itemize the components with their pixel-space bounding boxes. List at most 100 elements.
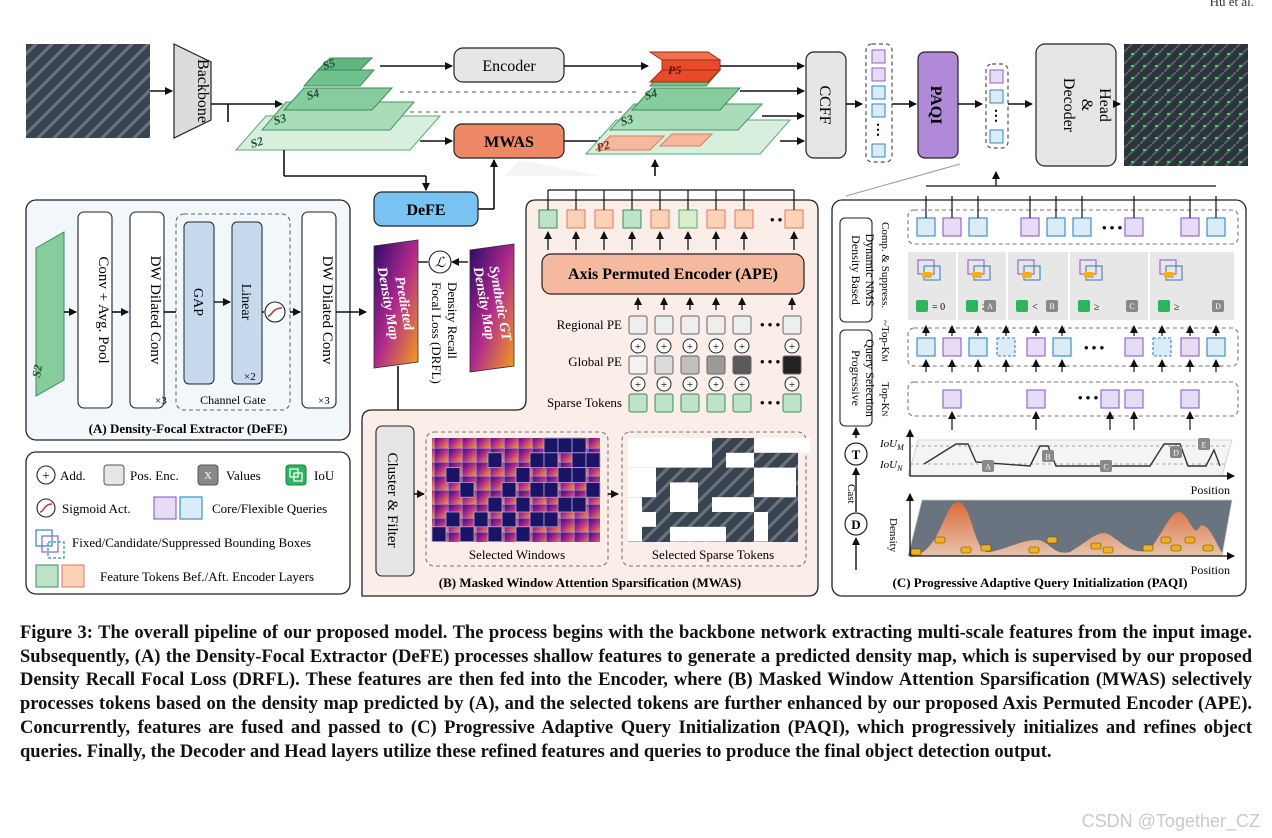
sparse-token <box>782 393 802 413</box>
masked-window <box>431 526 447 542</box>
panel-b-title: (B) Masked Window Attention Sparsificati… <box>439 575 742 590</box>
global-pe-cell <box>680 355 700 375</box>
mwas-label: MWAS <box>484 134 534 151</box>
masked-window <box>515 467 531 483</box>
svg-text:IoUN: IoUN <box>879 459 903 473</box>
svg-text:D: D <box>1173 449 1179 458</box>
masked-window <box>557 467 573 483</box>
masked-window <box>571 496 587 513</box>
position-label-2: Position <box>1191 563 1230 577</box>
masked-region <box>712 497 754 512</box>
car-icon <box>1084 272 1094 278</box>
backbone-block: Backbone <box>173 43 212 139</box>
legend-values-glyph: X <box>204 470 212 482</box>
masked-window <box>501 511 517 528</box>
svg-text:+: + <box>713 379 719 391</box>
car-icon <box>972 272 982 278</box>
density-axis-label: Density <box>887 518 899 553</box>
svg-text:B: B <box>1049 302 1054 311</box>
multi-scale-features: S5 S4 S3 S2 <box>234 56 442 151</box>
regional-pe-cell <box>628 315 648 335</box>
token-column: ⋮ <box>865 43 893 163</box>
scale-s3: S3 <box>272 111 288 128</box>
masked-window <box>459 526 475 542</box>
masked-window <box>543 511 559 528</box>
conv-pool-label: Conv + Avg. Pool <box>95 256 111 363</box>
iou-icon <box>1158 300 1170 312</box>
legend-values: Values <box>226 468 261 483</box>
encoder-label: Encoder <box>482 58 536 75</box>
flexible-query <box>916 217 936 237</box>
svg-text:+: + <box>713 341 719 353</box>
svg-text:⋮: ⋮ <box>989 109 1003 124</box>
out-scale-s3: S3 <box>619 112 635 129</box>
value-icon <box>984 300 996 312</box>
car-icon <box>980 544 992 552</box>
encoder-block <box>453 47 565 83</box>
core-query <box>1180 217 1200 237</box>
svg-text:B: B <box>1045 453 1050 462</box>
car-icon <box>934 536 946 544</box>
svg-text:+: + <box>661 379 667 391</box>
car-icon <box>960 546 972 554</box>
add-icon <box>682 376 698 392</box>
masked-window <box>529 511 545 528</box>
car-icon <box>1202 544 1214 552</box>
regional-pe-label: Regional PE <box>557 317 622 332</box>
svg-text:Top-KN: Top-KN <box>879 382 891 417</box>
masked-region <box>670 526 726 542</box>
car-icon <box>1142 544 1154 552</box>
iou-icon <box>966 300 978 312</box>
scale-s5: S5 <box>321 56 337 73</box>
svg-text:Query Selection: Query Selection <box>863 339 877 417</box>
sparse-token <box>732 393 752 413</box>
global-pe-cell <box>782 355 802 375</box>
linear-label: Linear <box>238 284 253 321</box>
predicted-density-map: Predicted Density Map <box>374 239 419 369</box>
regional-pe-cell <box>732 315 752 335</box>
output-token <box>706 209 726 229</box>
core-query <box>1026 389 1046 409</box>
dw-conv-1-label: DW Dilated Conv <box>147 256 163 365</box>
sparse-token <box>628 393 648 413</box>
dw-conv-1-times: ×3 <box>155 395 167 407</box>
figure-caption: Figure 3: The overall pipeline of our pr… <box>20 623 1252 762</box>
global-pe-cell <box>732 355 752 375</box>
node-d: D <box>851 517 860 532</box>
regional-pe-cell <box>706 315 726 335</box>
value-icon <box>1046 300 1058 312</box>
paqi-label: PAQI <box>927 86 944 125</box>
node-d-icon <box>844 512 868 536</box>
svg-text:+: + <box>739 341 745 353</box>
cast-label: Cast <box>845 484 857 504</box>
ellipsis: • • • <box>1084 340 1105 355</box>
masked-region <box>628 512 656 527</box>
output-token <box>566 209 586 229</box>
value-icon <box>982 460 994 472</box>
cluster-filter-label: Cluster & Filter <box>384 453 400 548</box>
value-icon <box>1198 438 1210 450</box>
car-icon <box>1028 546 1040 554</box>
svg-text:≥: ≥ <box>1174 302 1180 313</box>
input-image <box>26 44 150 138</box>
loss-symbol: ℒ <box>435 256 446 271</box>
iou-icon <box>1016 300 1028 312</box>
svg-text:Progressive: Progressive <box>849 350 863 406</box>
core-query <box>942 389 962 409</box>
regional-pe-cell <box>654 315 674 335</box>
output-detections <box>1124 44 1248 166</box>
svg-text:C: C <box>1129 302 1134 311</box>
masked-window <box>515 526 531 542</box>
flexible-query <box>996 337 1016 357</box>
masked-window <box>557 496 573 513</box>
masked-window <box>571 437 587 454</box>
output-token <box>784 209 804 229</box>
svg-text:Dynamic NMS: Dynamic NMS <box>863 234 877 307</box>
svg-text:+: + <box>789 341 795 353</box>
decoder-amp: & <box>1078 99 1095 112</box>
ccff-label: CCFF <box>816 85 833 124</box>
backbone-label: Backbone <box>194 59 211 123</box>
svg-text:Density Based: Density Based <box>849 235 863 305</box>
core-query <box>1124 337 1144 357</box>
iou-icon <box>1078 300 1090 312</box>
